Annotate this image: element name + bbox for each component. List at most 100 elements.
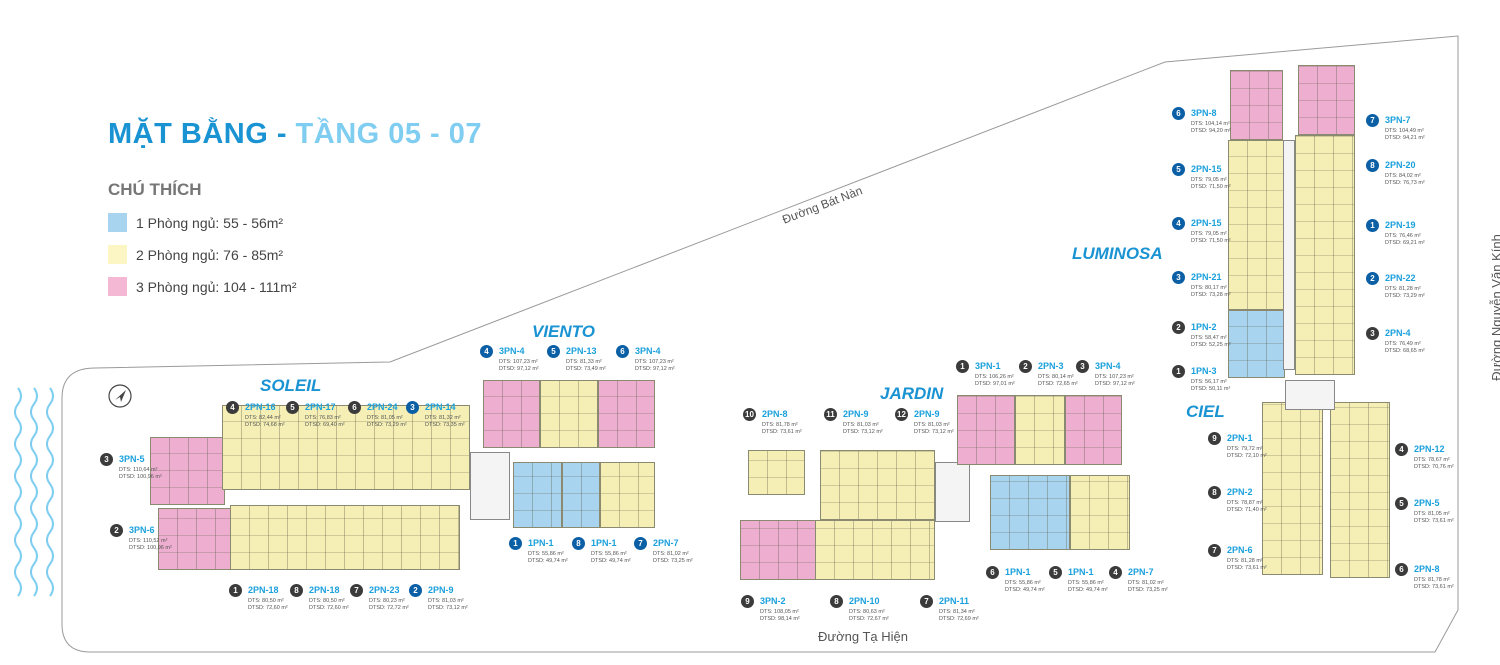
3-bedroom-unit-block: [740, 520, 818, 580]
unit-number-badge: 9: [1208, 432, 1221, 445]
unit-number-badge: 5: [1049, 566, 1062, 579]
unit-number-badge: 2: [1019, 360, 1032, 373]
unit-net-area: DTSD: 50,11 m²: [1191, 386, 1231, 392]
unit-number-badge: 8: [830, 595, 843, 608]
unit-net-area: DTSD: 72,10 m²: [1227, 453, 1267, 459]
3-bedroom-unit-block: [1230, 70, 1283, 140]
circulation-core: [1285, 380, 1335, 410]
unit-number-badge: 8: [1208, 486, 1221, 499]
unit-gross-area: DTS: 81,28 m²: [1385, 286, 1421, 292]
unit-number-badge: 4: [480, 345, 493, 358]
unit-net-area: DTSD: 49,74 m²: [591, 558, 631, 564]
unit-net-area: DTSD: 97,12 m²: [635, 366, 675, 372]
unit-number-badge: 7: [350, 584, 363, 597]
unit-gross-area: DTS: 81,03 m²: [843, 422, 879, 428]
legend-item-3-bedroom: 3 Phòng ngủ: 104 - 111m²: [108, 277, 297, 296]
unit-code: 2PN-8: [1414, 564, 1440, 574]
unit-net-area: DTSD: 100,96 m²: [119, 474, 162, 480]
unit-net-area: DTSD: 73,28 m²: [1191, 292, 1231, 298]
unit-net-area: DTSD: 74,68 m²: [245, 422, 285, 428]
unit-net-area: DTSD: 72,60 m²: [248, 605, 288, 611]
unit-number-badge: 4: [226, 401, 239, 414]
2-bedroom-unit-block: [1015, 395, 1065, 465]
unit-net-area: DTSD: 73,61 m²: [1414, 584, 1454, 590]
unit-number-badge: 3: [406, 401, 419, 414]
unit-code: 3PN-8: [1191, 108, 1217, 118]
unit-net-area: DTSD: 49,74 m²: [1005, 587, 1045, 593]
unit-net-area: DTSD: 52,25 m²: [1191, 342, 1231, 348]
2-bedroom-unit-block: [748, 450, 805, 495]
2-bedroom-unit-block: [230, 505, 460, 570]
2-bedroom-unit-block: [1295, 135, 1355, 375]
legend-swatch-blue: [108, 213, 127, 232]
unit-net-area: DTSD: 68,65 m²: [1385, 348, 1425, 354]
legend-swatch-yellow: [108, 245, 127, 264]
unit-number-badge: 3: [1366, 327, 1379, 340]
unit-gross-area: DTS: 81,03 m²: [914, 422, 950, 428]
unit-number-badge: 3: [1172, 271, 1185, 284]
unit-code: 3PN-4: [635, 346, 661, 356]
unit-gross-area: DTS: 80,23 m²: [369, 598, 405, 604]
2-bedroom-unit-block: [1330, 402, 1390, 578]
unit-code: 2PN-3: [1038, 361, 1064, 371]
building-name-ciel: CIEL: [1186, 402, 1225, 421]
building-name-soleil: SOLEIL: [260, 376, 322, 395]
3-bedroom-unit-block: [1298, 65, 1355, 135]
unit-code: 2PN-15: [1191, 164, 1222, 174]
legend-label: 2 Phòng ngủ: 76 - 85m²: [136, 246, 284, 263]
unit-gross-area: DTS: 81,05 m²: [1414, 511, 1450, 517]
unit-gross-area: DTS: 81,34 m²: [939, 609, 975, 615]
unit-net-area: DTSD: 72,69 m²: [939, 616, 979, 622]
unit-gross-area: DTS: 78,87 m²: [1227, 500, 1263, 506]
unit-number-badge: 12: [895, 408, 908, 421]
unit-code: 2PN-7: [1128, 567, 1154, 577]
unit-net-area: DTSD: 97,12 m²: [499, 366, 539, 372]
unit-code: 2PN-20: [1385, 160, 1416, 170]
unit-net-area: DTSD: 73,61 m²: [1414, 518, 1454, 524]
circulation-core: [1283, 140, 1295, 370]
unit-code: 2PN-2: [1227, 487, 1253, 497]
unit-net-area: DTSD: 71,50 m²: [1191, 238, 1231, 244]
1-bedroom-unit-block: [513, 462, 562, 528]
unit-gross-area: DTS: 104,49 m²: [1385, 128, 1424, 134]
2-bedroom-unit-block: [540, 380, 598, 448]
unit-net-area: DTSD: 98,14 m²: [760, 616, 800, 622]
unit-code: 2PN-14: [425, 402, 456, 412]
unit-gross-area: DTS: 80,14 m²: [1038, 374, 1074, 380]
unit-gross-area: DTS: 106,26 m²: [975, 374, 1014, 380]
unit-number-badge: 5: [1172, 163, 1185, 176]
2-bedroom-unit-block: [1070, 475, 1130, 550]
page-title: MẶT BẰNG - TẦNG 05 - 07: [108, 118, 482, 151]
building-name-jardin: JARDIN: [880, 384, 944, 403]
unit-code: 2PN-12: [1414, 444, 1445, 454]
unit-number-badge: 6: [1395, 563, 1408, 576]
unit-number-badge: 1: [956, 360, 969, 373]
unit-net-area: DTSD: 97,01 m²: [975, 381, 1015, 387]
unit-net-area: DTSD: 72,72 m²: [369, 605, 409, 611]
unit-gross-area: DTS: 76,49 m²: [1385, 341, 1421, 347]
unit-net-area: DTSD: 70,76 m²: [1414, 464, 1454, 470]
unit-net-area: DTSD: 73,12 m²: [843, 429, 883, 435]
unit-code: 3PN-2: [760, 596, 786, 606]
unit-code: 2PN-9: [428, 585, 454, 595]
unit-number-badge: 6: [348, 401, 361, 414]
unit-code: 2PN-21: [1191, 272, 1222, 282]
unit-gross-area: DTS: 81,33 m²: [566, 359, 602, 365]
unit-gross-area: DTS: 58,47 m²: [1191, 335, 1227, 341]
unit-net-area: DTSD: 73,25 m²: [1128, 587, 1168, 593]
unit-number-badge: 3: [100, 453, 113, 466]
unit-code: 2PN-5: [1414, 498, 1440, 508]
unit-number-badge: 2: [110, 524, 123, 537]
unit-gross-area: DTS: 81,78 m²: [762, 422, 798, 428]
street-label-nguyen-van-kinh: Đường Nguyễn Văn Kính: [1488, 234, 1500, 381]
unit-number-badge: 7: [1366, 114, 1379, 127]
circulation-core: [470, 452, 510, 520]
title-main: MẶT BẰNG -: [108, 118, 296, 150]
unit-code: 2PN-13: [566, 346, 597, 356]
unit-gross-area: DTS: 55,86 m²: [1068, 580, 1104, 586]
unit-code: 2PN-16: [245, 402, 276, 412]
unit-gross-area: DTS: 110,64 m²: [119, 467, 158, 473]
unit-code: 1PN-1: [1005, 567, 1031, 577]
unit-code: 1PN-1: [528, 538, 554, 548]
unit-code: 1PN-1: [591, 538, 617, 548]
